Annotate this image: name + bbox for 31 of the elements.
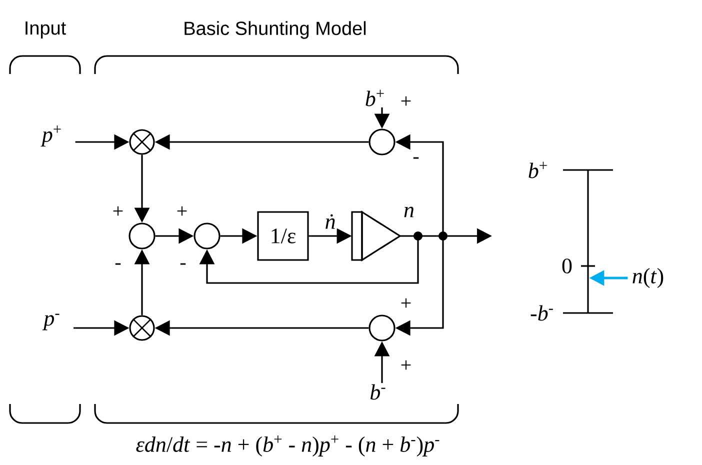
- scale-label: 0: [560, 258, 574, 274]
- scale-bar: [563, 169, 613, 314]
- multiplier-symbol: [129, 129, 155, 155]
- sign: +: [399, 359, 413, 373]
- summing-junction: [128, 222, 156, 250]
- summing-junction: [368, 314, 396, 342]
- summing-junction: [368, 128, 396, 156]
- summing-junction: [194, 222, 220, 250]
- equation: εdn/dt = -n + (b$^{+}$ - n)p$^{+}$ - (n + b$^{-}$)p$^{-}$: [136, 436, 440, 456]
- signal-name: n: [402, 206, 416, 218]
- input-label: p$^{+}$: [40, 126, 61, 146]
- signal-label: n(t): [632, 268, 664, 288]
- sign: +: [175, 205, 189, 219]
- sign: +: [399, 95, 413, 109]
- sign: +: [399, 297, 413, 311]
- sign: -: [412, 156, 420, 164]
- bias-label: b$^{-}$: [370, 384, 386, 400]
- scale-label: b$^{+}$: [526, 160, 550, 180]
- heading: Input: [22, 20, 68, 40]
- junction-dot: [438, 232, 448, 240]
- heading: Basic Shunting Model: [182, 20, 368, 40]
- sign: +: [111, 205, 125, 219]
- sign: -: [114, 262, 122, 270]
- gain-box: 1/ε: [257, 211, 309, 261]
- sign: -: [178, 262, 188, 270]
- input-label: p$^{-}$: [42, 314, 60, 330]
- edge-label: ṅ: [324, 213, 337, 230]
- bias-label: b$^{+}$: [366, 90, 384, 106]
- scale-label: -b$^{-}$: [529, 304, 555, 322]
- multiplier-symbol: [129, 315, 155, 341]
- junction-dot: [414, 232, 422, 240]
